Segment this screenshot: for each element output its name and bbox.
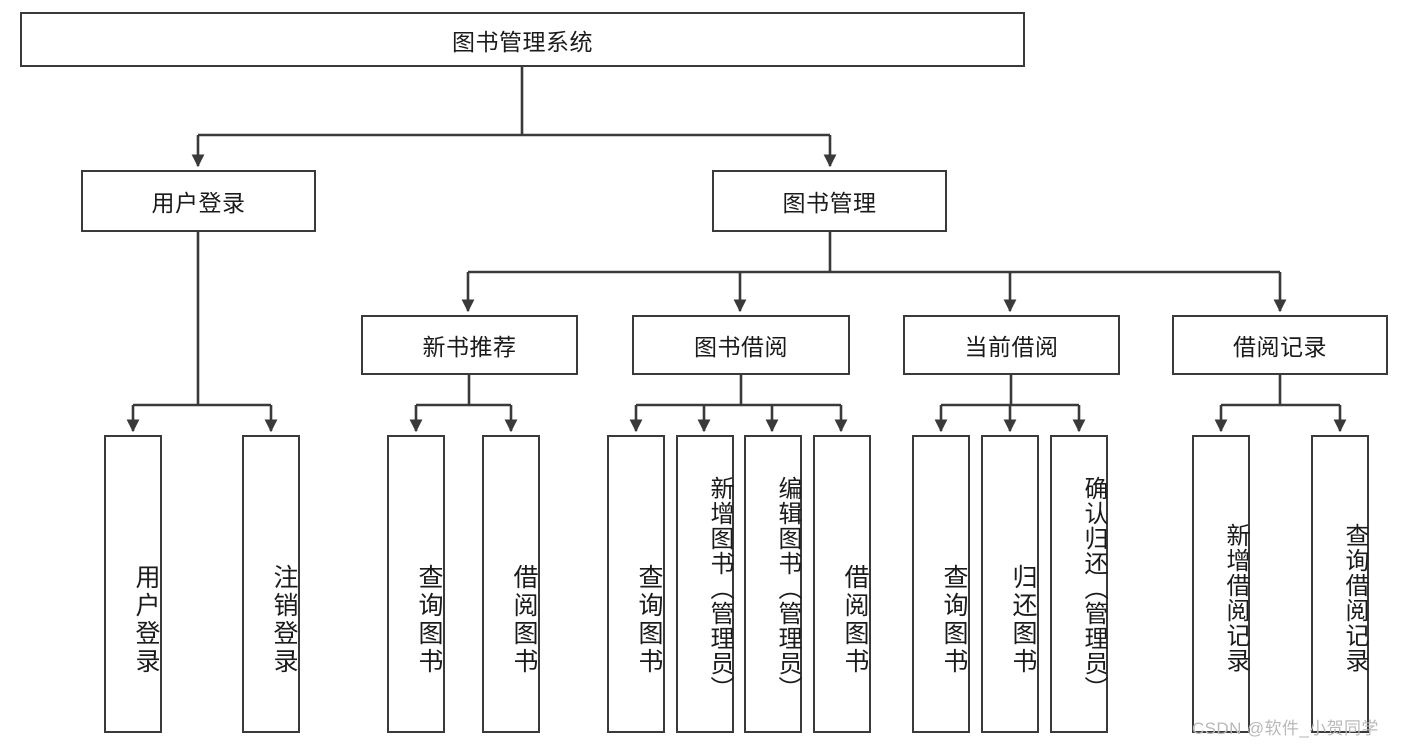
csdn-watermark: CSDN @软件_小贺同学 <box>1192 719 1379 738</box>
leaf-borrow-book-recommend[interactable]: 借阅图书 <box>482 435 540 733</box>
leaf-logout-login[interactable]: 注销登录 <box>242 435 300 733</box>
leaf-borrow-book-borrow[interactable]: 借阅图书 <box>813 435 871 733</box>
leaf-query-book-current[interactable]: 查询图书 <box>912 435 970 733</box>
node-borrow-record[interactable]: 借阅记录 <box>1172 315 1388 375</box>
leaf-return-book[interactable]: 归还图书 <box>981 435 1039 733</box>
node-book-manage[interactable]: 图书管理 <box>712 170 947 232</box>
leaf-confirm-return-admin[interactable]: 确认归还（管理员） <box>1050 435 1108 733</box>
leaf-query-book-borrow[interactable]: 查询图书 <box>607 435 665 733</box>
leaf-add-borrow-record[interactable]: 新增借阅记录 <box>1192 435 1250 733</box>
node-new-book-recommend[interactable]: 新书推荐 <box>361 315 578 375</box>
leaf-query-borrow-record[interactable]: 查询借阅记录 <box>1311 435 1369 733</box>
leaf-query-book-recommend[interactable]: 查询图书 <box>387 435 445 733</box>
leaf-user-login[interactable]: 用户登录 <box>104 435 162 733</box>
node-current-borrow[interactable]: 当前借阅 <box>903 315 1120 375</box>
leaf-add-book-admin[interactable]: 新增图书（管理员） <box>676 435 734 733</box>
node-book-borrow[interactable]: 图书借阅 <box>632 315 850 375</box>
leaf-edit-book-admin[interactable]: 编辑图书（管理员） <box>744 435 802 733</box>
node-root-system[interactable]: 图书管理系统 <box>20 12 1025 67</box>
node-user-login[interactable]: 用户登录 <box>81 170 316 232</box>
